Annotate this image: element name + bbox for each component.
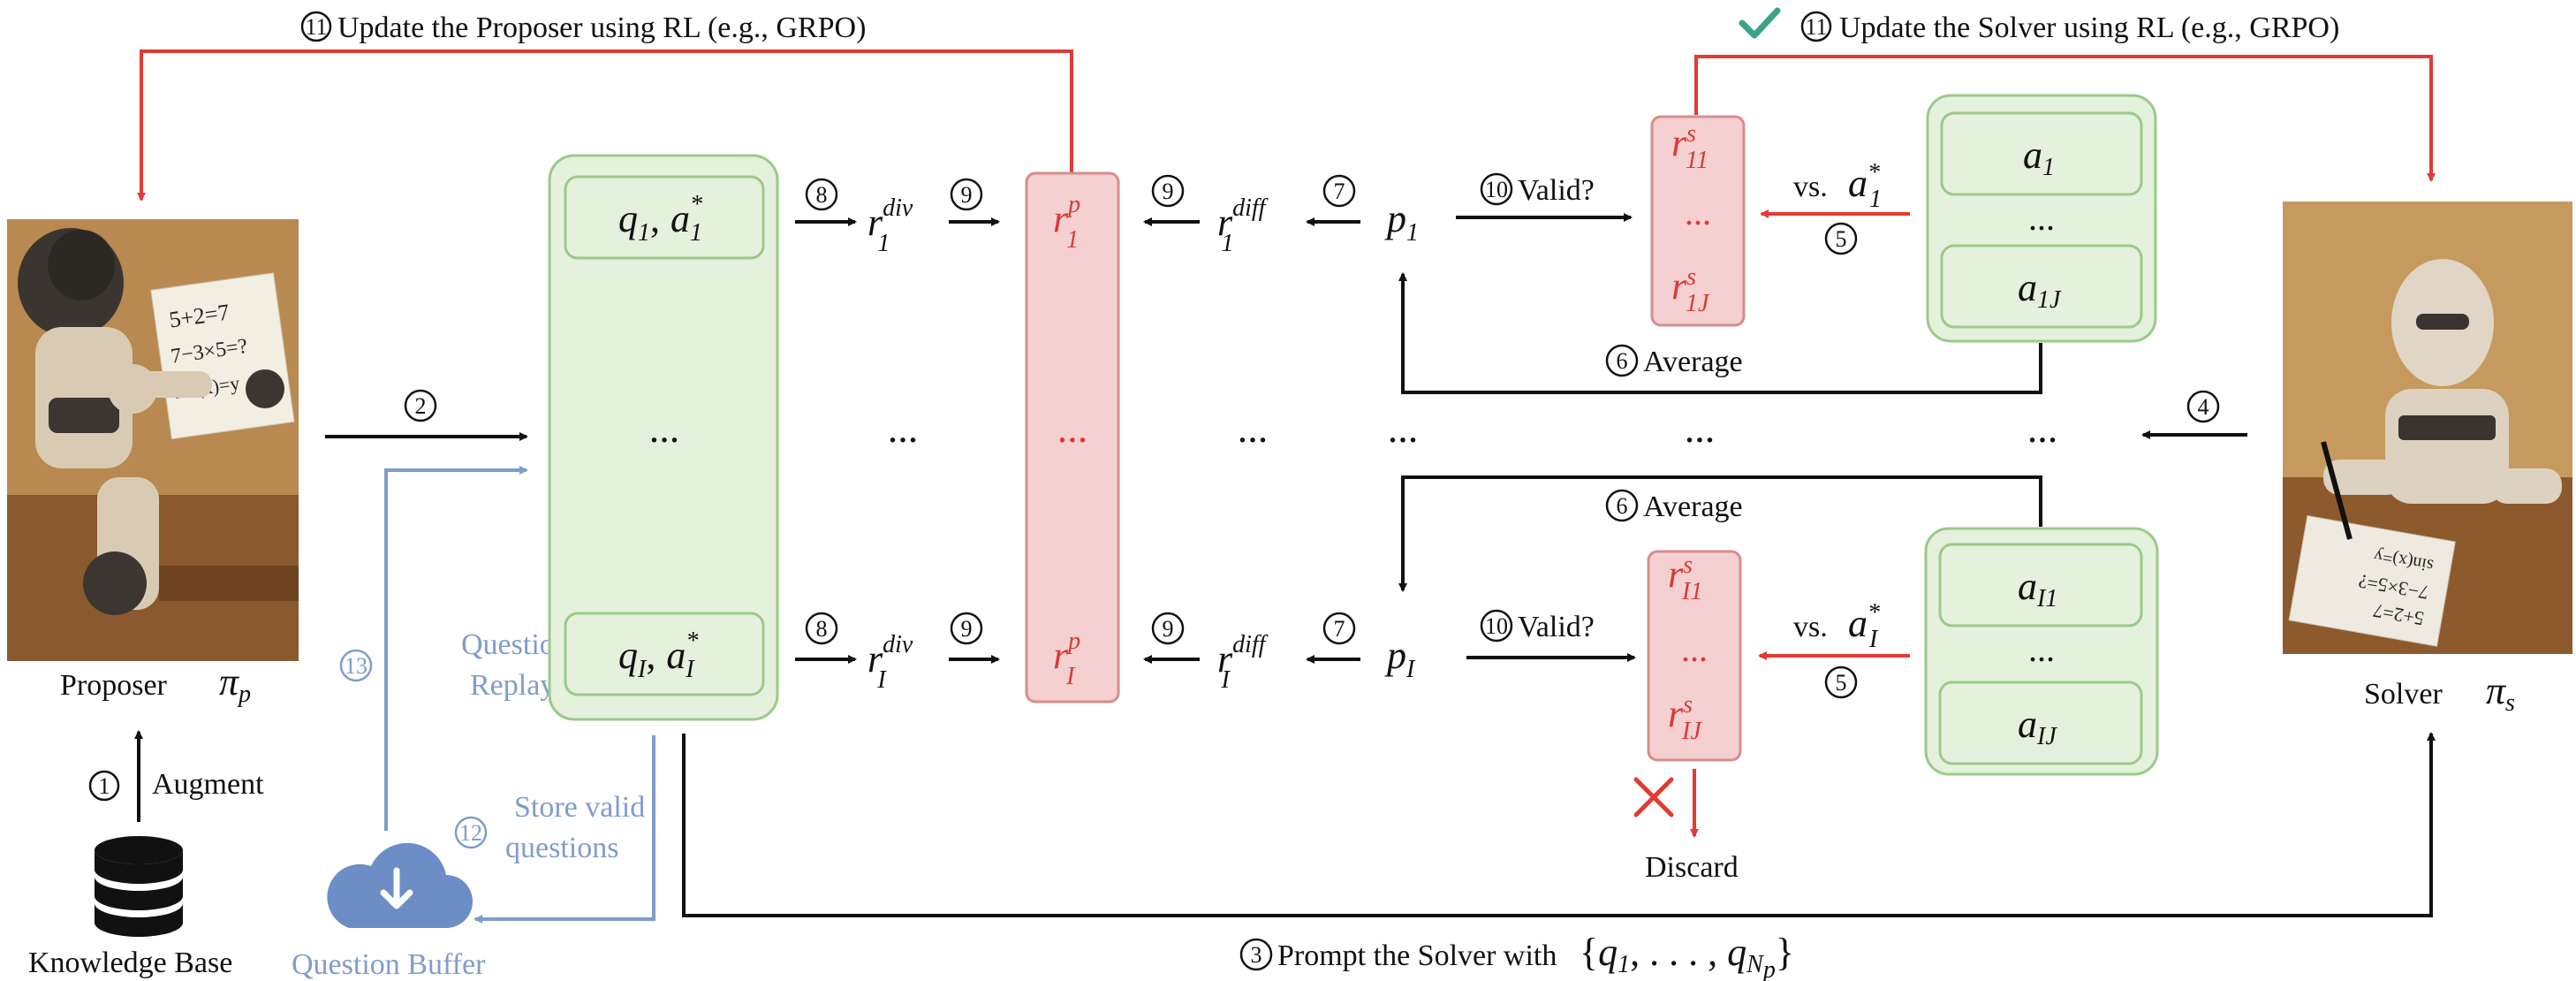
solver-reward-box-I bbox=[1647, 550, 1742, 762]
svg-text:1: 1 bbox=[99, 773, 110, 799]
answer-item-1J bbox=[1940, 244, 2143, 329]
answer-aIJ: aIJ bbox=[2018, 703, 2057, 750]
discard-x-icon bbox=[1633, 777, 1674, 818]
answer-item-I1 bbox=[1938, 543, 2143, 627]
svg-text:...: ... bbox=[1685, 406, 1716, 451]
svg-text:9: 9 bbox=[1163, 179, 1174, 204]
svg-text:6: 6 bbox=[1617, 493, 1628, 519]
svg-text:13: 13 bbox=[345, 653, 367, 679]
discard-label: Discard bbox=[1645, 851, 1739, 884]
svg-text:...: ... bbox=[2028, 629, 2055, 669]
vs-label-1: vs. bbox=[1793, 171, 1828, 203]
augment-label: Augment bbox=[152, 768, 264, 801]
proposer-policy: πp bbox=[219, 660, 251, 708]
average-label-1: Average bbox=[1643, 346, 1743, 378]
average-label-I: Average bbox=[1643, 490, 1743, 523]
database-icon bbox=[95, 836, 183, 937]
svg-text:...: ... bbox=[649, 406, 680, 451]
svg-text:...: ... bbox=[1238, 406, 1269, 451]
question-item-I bbox=[564, 612, 765, 696]
answer-item-IJ bbox=[1938, 681, 2143, 765]
svg-text:11: 11 bbox=[1805, 14, 1827, 40]
proposer-reward-box bbox=[1025, 171, 1120, 703]
solver-label: Solver bbox=[2364, 678, 2443, 711]
svg-text:...: ... bbox=[1057, 406, 1088, 451]
vs-label-I: vs. bbox=[1793, 611, 1828, 643]
vs-a1-star: a*1 bbox=[1848, 159, 1882, 213]
answer-item-1 bbox=[1940, 111, 2143, 196]
svg-text:5: 5 bbox=[1836, 670, 1847, 696]
svg-text:q1,a*1: q1,a*1 bbox=[618, 191, 702, 247]
svg-text:10: 10 bbox=[1485, 613, 1508, 639]
svg-text:...: ... bbox=[2028, 198, 2055, 238]
store-valid-label: Store valid bbox=[514, 791, 645, 824]
valid-label-I: Valid? bbox=[1518, 611, 1595, 643]
svg-text:6: 6 bbox=[1617, 348, 1628, 374]
p-I: pI bbox=[1384, 634, 1416, 683]
knowledge-base-label: Knowledge Base bbox=[28, 947, 232, 979]
answer-a1: a1 bbox=[2023, 133, 2055, 181]
p-1: p1 bbox=[1384, 197, 1419, 247]
svg-text:9: 9 bbox=[1163, 616, 1174, 642]
svg-text:2: 2 bbox=[415, 393, 427, 419]
prompt-set: {q1, . . . , qNp} bbox=[1580, 931, 1794, 981]
proposer-label: Proposer bbox=[60, 669, 168, 702]
svg-text:9: 9 bbox=[961, 616, 973, 642]
valid-label-1: Valid? bbox=[1518, 174, 1595, 207]
svg-text:questions: questions bbox=[505, 832, 618, 864]
cloud-download-icon bbox=[327, 842, 473, 928]
solver-illustration: 5+2=7 7−3×5=? sin(x)=y bbox=[2283, 202, 2572, 654]
svg-text:...: ... bbox=[1388, 406, 1419, 451]
svg-text:qI,a*I: qI,a*I bbox=[618, 627, 698, 683]
prompt-solver-label: Prompt the Solver with bbox=[1277, 939, 1557, 972]
answer-a1J: a1J bbox=[2018, 266, 2062, 314]
update-solver-label: Update the Solver using RL (e.g., GRPO) bbox=[1839, 11, 2339, 44]
proposer-illustration: 5+2=7 7−3×5=? sin(x)=y bbox=[7, 219, 299, 661]
svg-text:12: 12 bbox=[459, 820, 482, 846]
svg-text:...: ... bbox=[2027, 406, 2058, 451]
svg-text:4: 4 bbox=[2198, 394, 2209, 420]
solver-reward-box-1 bbox=[1650, 115, 1746, 327]
svg-text:8: 8 bbox=[816, 616, 828, 642]
svg-text:11: 11 bbox=[305, 14, 327, 40]
svg-text:7: 7 bbox=[1334, 616, 1345, 642]
svg-text:3: 3 bbox=[1251, 942, 1262, 968]
svg-text:...: ... bbox=[1681, 629, 1708, 669]
question-buffer-label: Question Buffer bbox=[292, 948, 486, 981]
svg-text:...: ... bbox=[888, 406, 919, 451]
solver-policy: πs bbox=[2486, 669, 2515, 717]
svg-text:8: 8 bbox=[816, 182, 828, 208]
svg-text:...: ... bbox=[1685, 193, 1711, 232]
svg-text:Replay: Replay bbox=[470, 669, 555, 702]
svg-text:7: 7 bbox=[1334, 179, 1345, 204]
question-set-box bbox=[548, 154, 779, 721]
answer-aI1: aI1 bbox=[2018, 565, 2057, 612]
svg-text:5: 5 bbox=[1836, 226, 1847, 252]
svg-text:9: 9 bbox=[961, 182, 973, 208]
vs-aI-star: a*I bbox=[1848, 599, 1880, 653]
update-proposer-label: Update the Proposer using RL (e.g., GRPO… bbox=[337, 11, 866, 44]
question-item-1 bbox=[564, 175, 765, 260]
svg-text:10: 10 bbox=[1485, 177, 1508, 202]
check-icon bbox=[1739, 7, 1781, 39]
